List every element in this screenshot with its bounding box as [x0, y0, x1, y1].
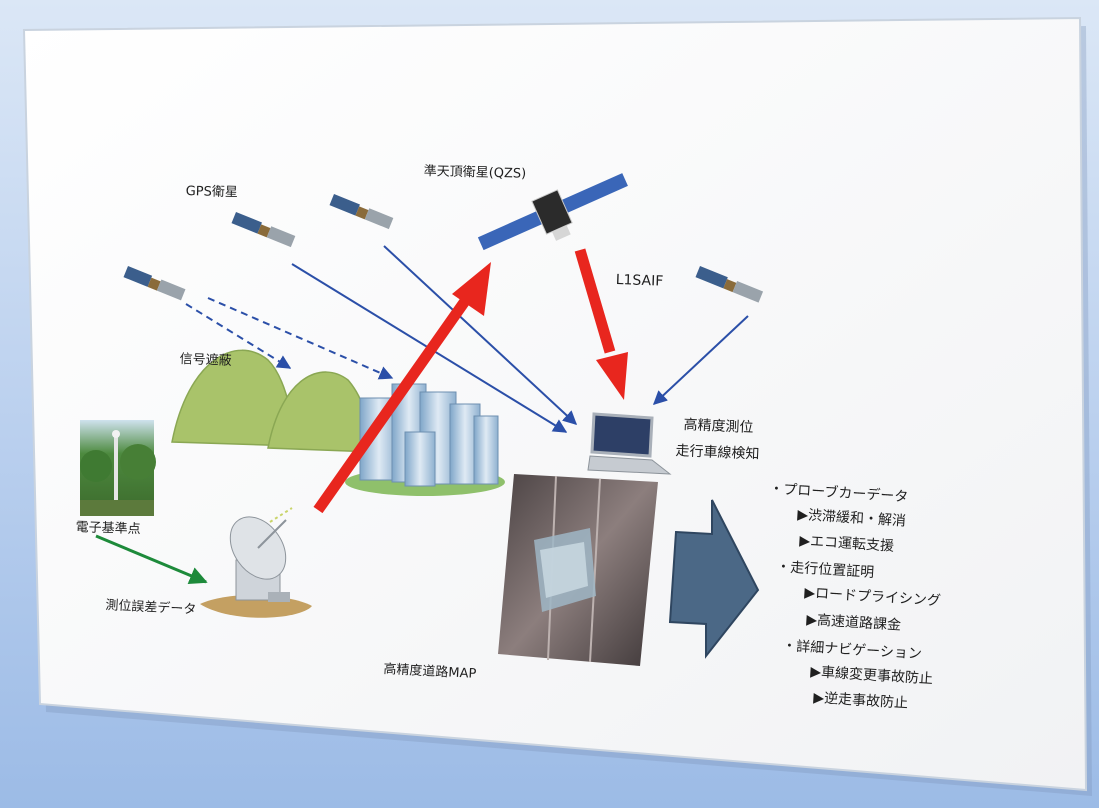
satellite-icon: [123, 173, 764, 303]
antenna-link: [269, 507, 293, 523]
big-arrow: [668, 499, 760, 659]
tree-photo: [80, 420, 156, 516]
red-signal-arrows: [313, 248, 628, 514]
road-photo: [498, 474, 658, 666]
high-precision-label-1: 高精度測位: [683, 416, 754, 437]
l1saif-label: L1SAIF: [615, 272, 664, 290]
ref-point-label: 電子基準点: [75, 519, 141, 538]
signal-block-label: 信号遮蔽: [179, 351, 232, 369]
antenna-icon: [200, 516, 312, 618]
hills-icon: [171, 349, 375, 453]
high-precision-label-2: 走行車線検知: [675, 442, 760, 463]
laptop-icon: [587, 412, 672, 475]
qzs-label: 準天頂衛星(QZS): [423, 163, 527, 182]
green-arrow: [95, 534, 208, 585]
gps-label: GPS衛星: [185, 183, 239, 201]
